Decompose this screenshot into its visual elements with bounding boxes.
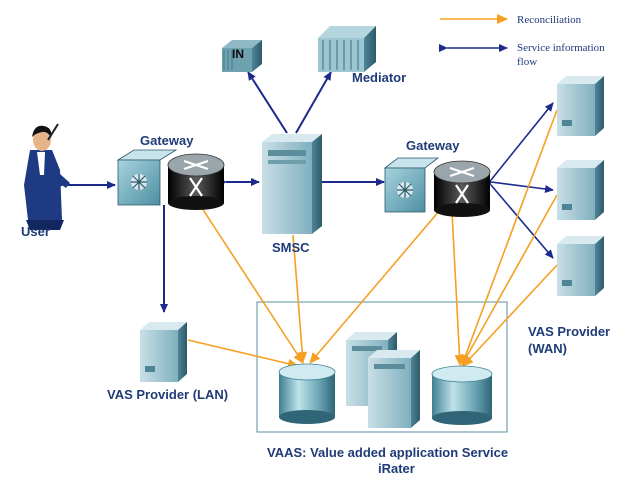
gateway-right-device: [383, 157, 491, 217]
vas-wan-label-line1: VAS Provider: [528, 324, 610, 339]
legend-reconciliation-label: Reconciliation: [517, 14, 582, 26]
reconciliation-arrows: [187, 109, 558, 369]
vaas-database-right: [431, 365, 493, 425]
vas-lan-label: VAS Provider (LAN): [107, 387, 228, 402]
arrow-gateway-wan3: [482, 176, 554, 259]
recon-gateway-right-db2: [451, 211, 465, 366]
recon-wan1-db: [460, 109, 558, 366]
mediator-device: [318, 26, 376, 72]
gateway-left-device: [116, 149, 225, 210]
wan-server-2: [557, 160, 604, 220]
in-device: [222, 40, 262, 72]
recon-gateway-right-db1: [309, 209, 441, 364]
recon-gateway-left-db: [199, 204, 304, 364]
recon-vaslan-db: [187, 339, 299, 369]
gateway-right-label: Gateway: [406, 138, 460, 153]
vaas-database-left: [278, 363, 336, 424]
vas-wan-label-line2: (WAN): [528, 341, 567, 356]
legend-service-label-line1: Service information: [517, 42, 605, 54]
smsc-server: [262, 134, 322, 234]
mediator-label: Mediator: [352, 70, 406, 85]
recon-wan3-db: [462, 264, 558, 367]
smsc-label: SMSC: [272, 240, 310, 255]
vaas-server-front: [368, 350, 420, 428]
arrow-gateway-wan2: [482, 177, 554, 193]
service-flow-arrows: [55, 71, 554, 313]
recon-wan2-db: [461, 194, 558, 366]
arrow-smsc-in: [247, 71, 288, 134]
legend: Reconciliation Service information flow: [439, 14, 605, 68]
vas-lan-server: [140, 322, 187, 382]
recon-smsc-db: [292, 234, 308, 363]
arrow-gateway-wan1: [482, 102, 554, 189]
vaas-boundary: [256, 301, 508, 433]
gateway-left-label: Gateway: [140, 133, 194, 148]
wan-server-1: [557, 76, 604, 136]
vaas-caption-line2: iRater: [378, 461, 415, 476]
user-figure: [24, 123, 70, 230]
legend-service-label-line2: flow: [517, 56, 537, 68]
wan-server-3: [557, 236, 604, 296]
user-label: User: [21, 224, 50, 239]
arrow-smsc-mediator: [295, 71, 332, 134]
vaas-caption-line1: VAAS: Value added application Service: [267, 445, 508, 460]
in-label: IN: [232, 47, 244, 61]
